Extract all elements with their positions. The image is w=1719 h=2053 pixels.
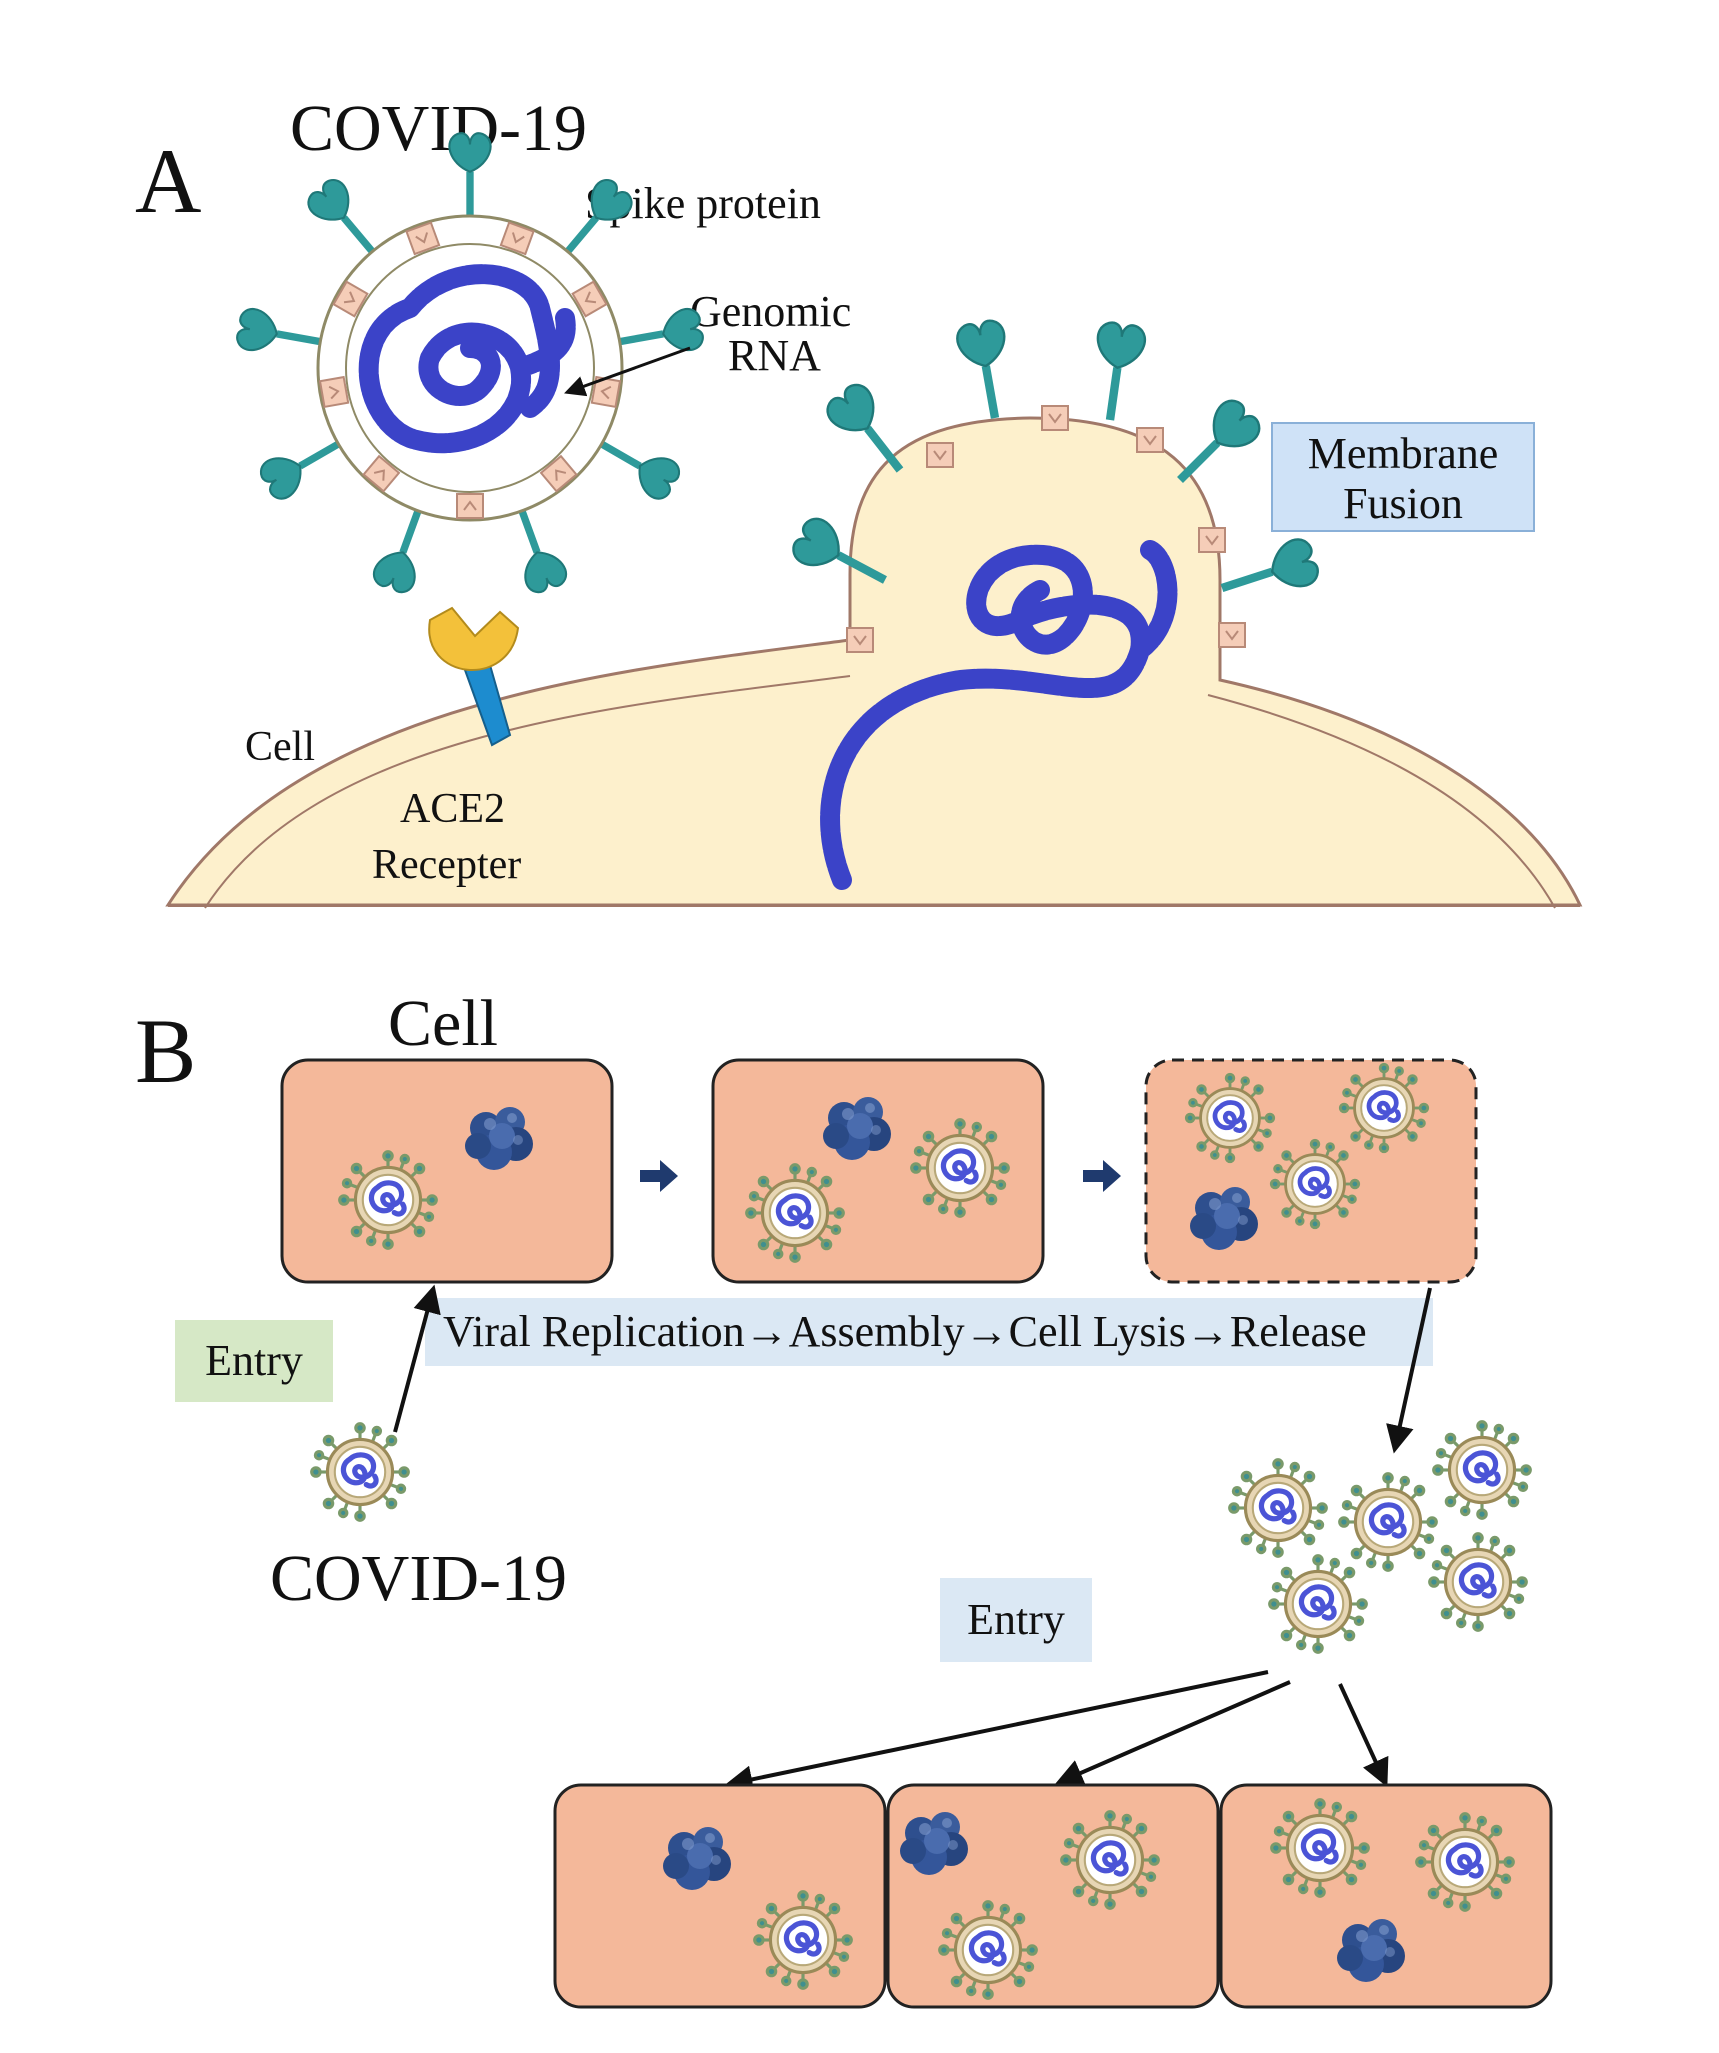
- ace2-label-line1: ACE2: [400, 786, 505, 832]
- right-arrow-icon: [640, 1160, 678, 1192]
- ace2-receptor: [428, 606, 520, 747]
- entry-label-left: Entry: [205, 1336, 303, 1385]
- spread-arrow-3: [1338, 1683, 1389, 1788]
- cell-label-b: Cell: [388, 987, 498, 1060]
- panel-b: B Cell Viral Replication→Assembly→Cell L…: [135, 987, 1553, 2009]
- panel-a: A COVID-19 Spike protein Genomic RNA: [135, 92, 1583, 909]
- cell-label-a: Cell: [245, 724, 315, 770]
- spread-arrow-2: [1054, 1680, 1291, 1786]
- cell-box-new-1: [553, 1783, 887, 2009]
- virus-particle-icon: [312, 1424, 409, 1521]
- panel-b-letter: B: [135, 1000, 196, 1102]
- cell-box-infected-2: [711, 1058, 1045, 1284]
- virus-title-a: COVID-19: [290, 92, 587, 165]
- cell-box-infected-1: [280, 1058, 614, 1284]
- genomic-rna: [358, 264, 576, 454]
- virus-title-b: COVID-19: [270, 1542, 567, 1615]
- released-virus-cluster: [1230, 1422, 1531, 1653]
- entry-box-left: [175, 1320, 333, 1402]
- panel-a-letter: A: [135, 130, 201, 232]
- covid-virus-particle: [235, 133, 705, 595]
- genomic-rna-label-line2: RNA: [728, 331, 821, 380]
- entry-arrow: [393, 1284, 441, 1433]
- rna-strand-in-cell: [820, 540, 1178, 890]
- membrane-fusion-box: [1271, 422, 1535, 532]
- membrane-fusion-label-line2: Fusion: [1343, 479, 1463, 528]
- cell-box-lysis: [1144, 1058, 1478, 1284]
- ace2-label-line2: Recepter: [372, 842, 521, 888]
- process-label: Viral Replication→Assembly→Cell Lysis→Re…: [443, 1307, 1367, 1356]
- cell-box-new-3: [1219, 1783, 1553, 2009]
- membrane-fusion-label-line1: Membrane: [1308, 429, 1499, 478]
- release-arrow: [1386, 1287, 1432, 1454]
- right-arrow-icon: [1083, 1160, 1121, 1192]
- entry-box-right: [940, 1578, 1092, 1662]
- spread-arrow-1: [724, 1670, 1269, 1794]
- genomic-rna-label-line1: Genomic: [690, 287, 851, 336]
- genomic-rna-pointer: [564, 346, 691, 397]
- cell-box-new-2: [886, 1783, 1220, 2009]
- process-band: [425, 1298, 1433, 1366]
- entry-label-right: Entry: [967, 1595, 1065, 1644]
